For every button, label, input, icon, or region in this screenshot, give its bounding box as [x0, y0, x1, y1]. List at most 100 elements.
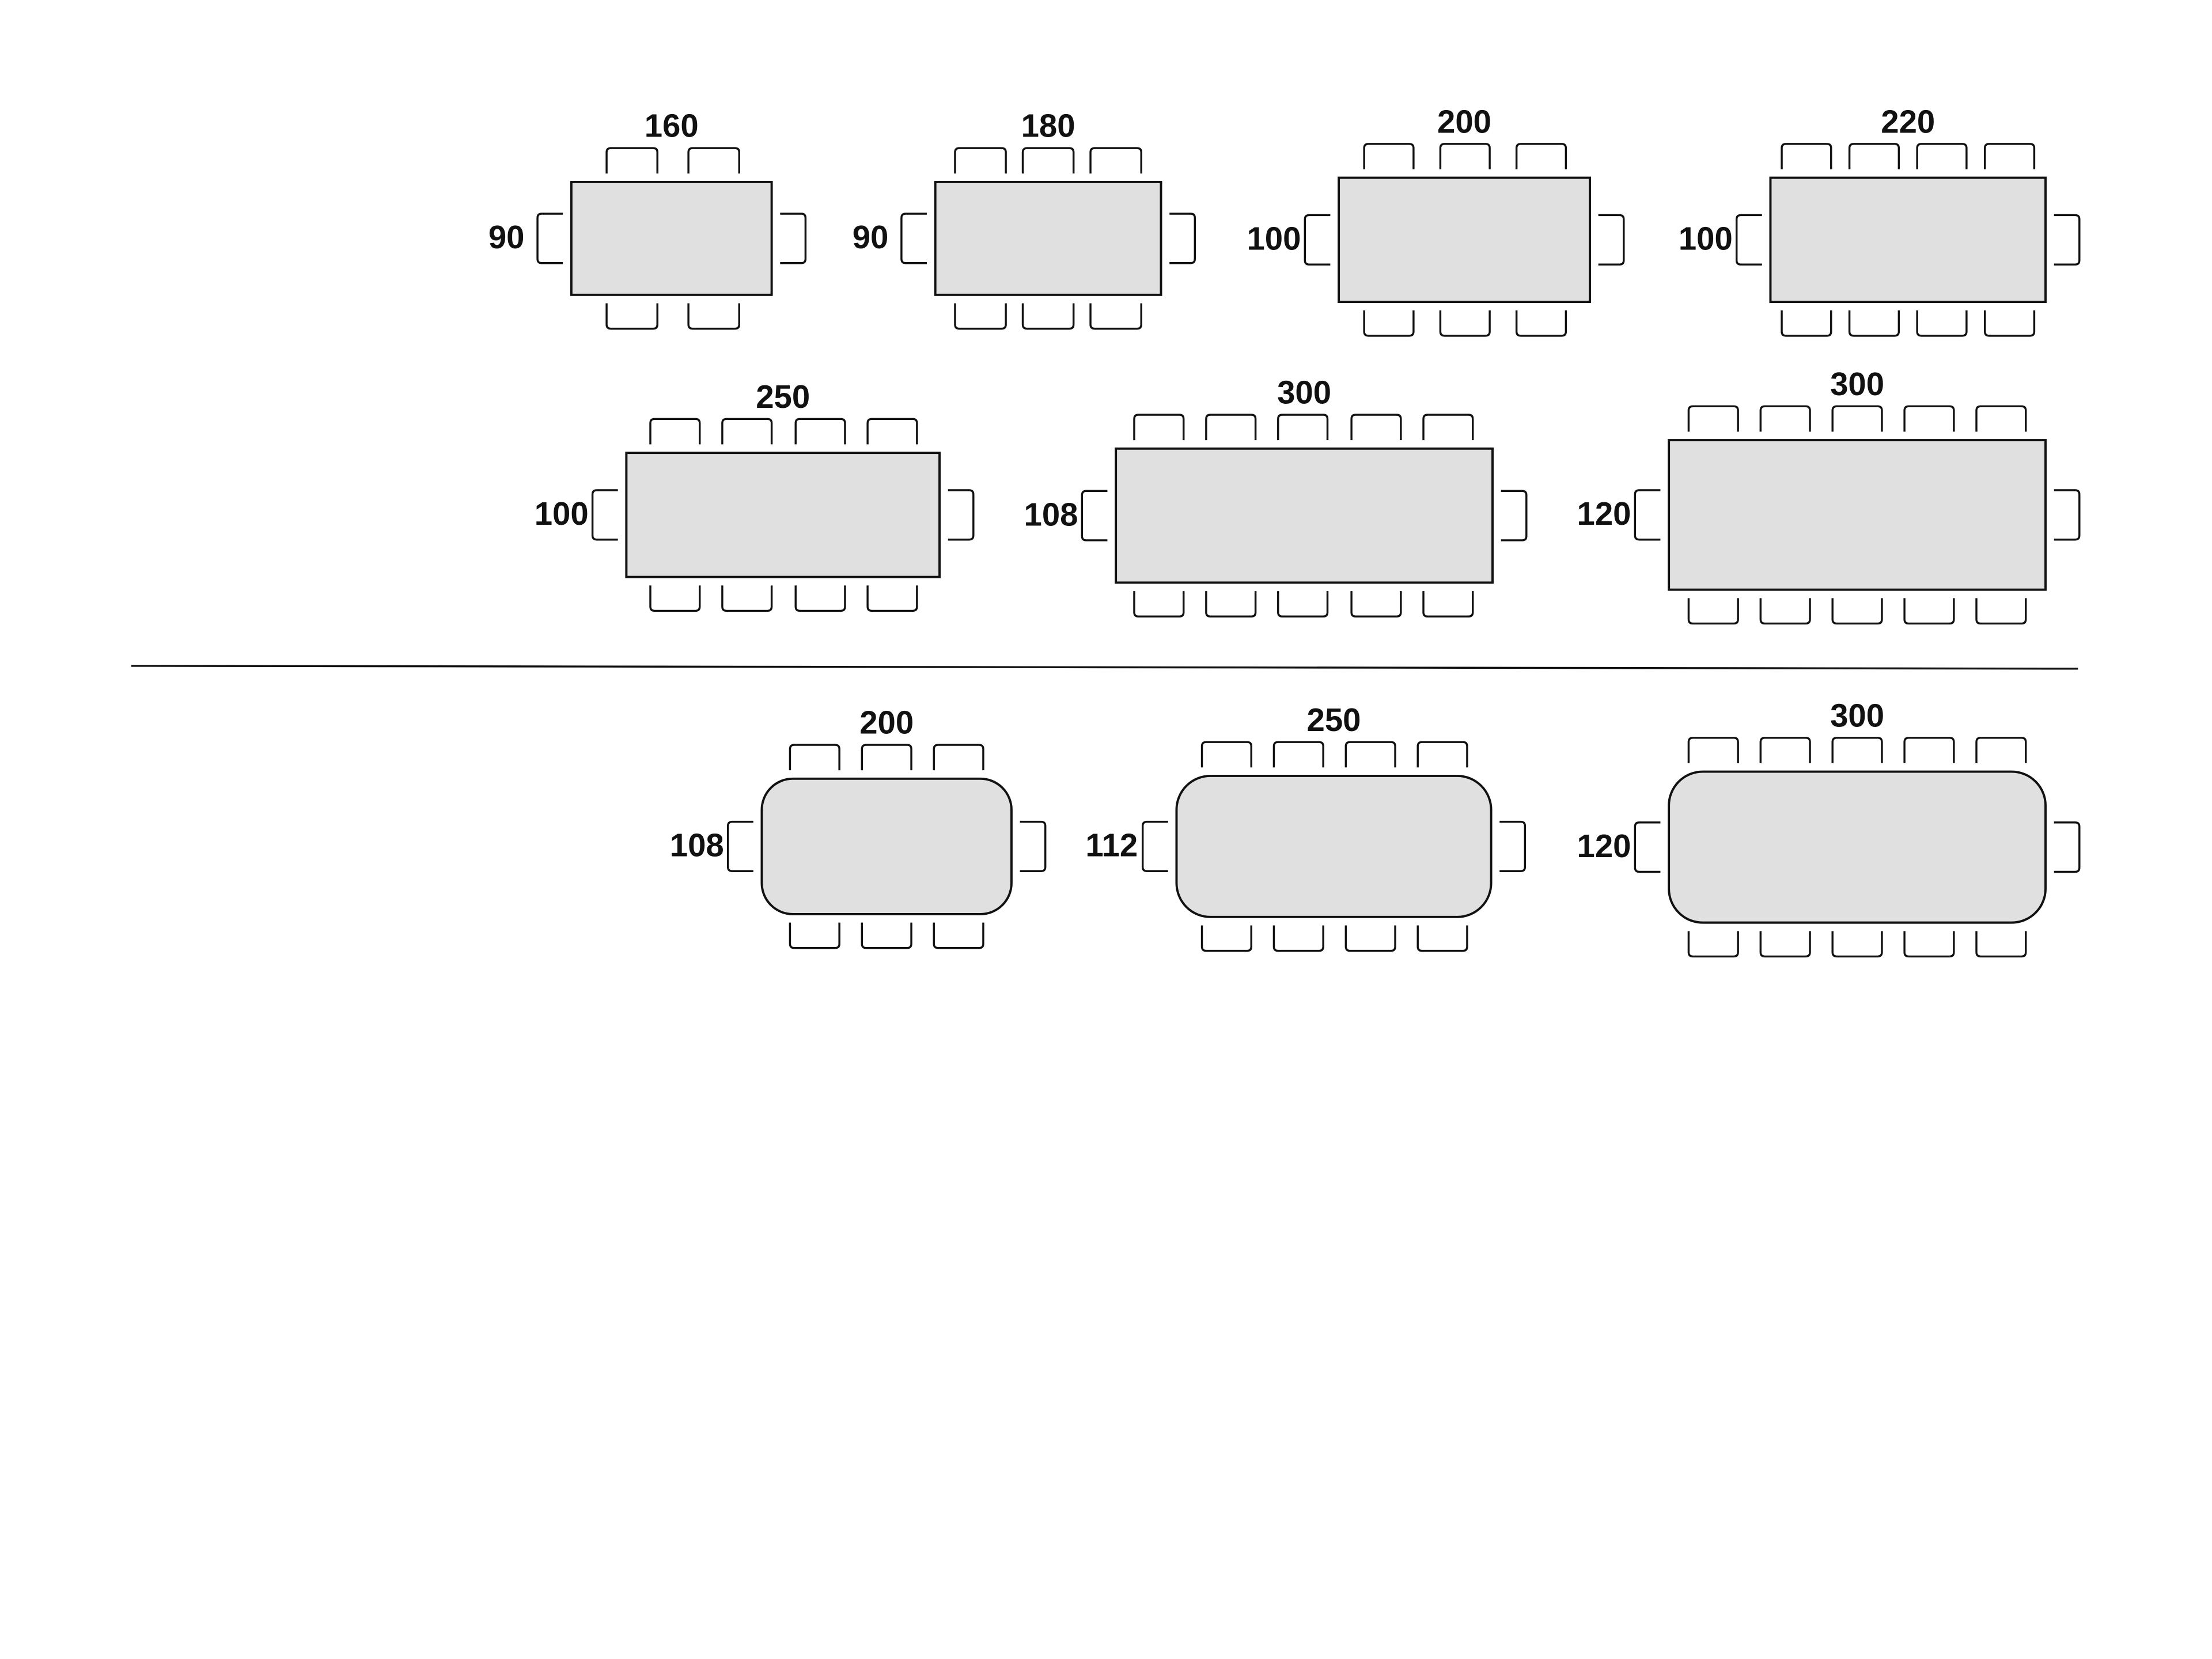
chair-top: [1422, 414, 1474, 441]
chair-bottom: [1975, 931, 2027, 958]
chair-top: [1344, 741, 1396, 768]
chair-top: [1133, 414, 1185, 441]
chair-top: [1975, 737, 2027, 763]
chair-right-end: [1499, 820, 1527, 872]
chair-bottom: [1781, 310, 1832, 337]
chair-top: [954, 147, 1007, 174]
tabletop: [1175, 774, 1493, 918]
chair-bottom: [1021, 303, 1075, 330]
chair-bottom: [1687, 931, 1739, 958]
chair-top: [1687, 737, 1739, 763]
chair-top: [1687, 405, 1739, 432]
chair-top: [1848, 143, 1900, 169]
depth-label: 112: [1085, 827, 1138, 863]
chair-left-end: [1081, 490, 1108, 541]
chair-right-end: [780, 213, 807, 264]
depth-label: 120: [1577, 495, 1631, 532]
chair-top: [721, 418, 773, 445]
chair-bottom: [1089, 303, 1142, 330]
chair-right-end: [2054, 489, 2081, 541]
tabletop: [1668, 770, 2047, 924]
chair-top: [933, 744, 984, 771]
chair-bottom: [1200, 925, 1252, 952]
chair-top: [605, 147, 658, 174]
chair-top: [1439, 143, 1491, 169]
length-label: 220: [1881, 103, 1935, 139]
chair-left-end: [591, 489, 618, 541]
length-label: 300: [1830, 697, 1884, 733]
chair-bottom: [1975, 598, 2027, 625]
chair-top: [1272, 741, 1324, 768]
chair-bottom: [721, 585, 773, 612]
chair-left-end: [1304, 214, 1331, 266]
chair-right-end: [1501, 490, 1528, 541]
chair-bottom: [1272, 925, 1324, 952]
chair-bottom: [866, 585, 918, 612]
chair-top: [1350, 414, 1402, 441]
chair-bottom: [1759, 598, 1811, 625]
chair-top: [1363, 143, 1415, 169]
chair-bottom: [1205, 591, 1257, 618]
length-label: 250: [756, 378, 810, 415]
depth-label: 100: [535, 495, 589, 532]
length-label: 180: [1021, 108, 1075, 144]
chair-left-end: [1141, 820, 1168, 872]
chair-bottom: [1422, 591, 1474, 618]
chair-top: [1781, 143, 1832, 169]
chair-bottom: [1350, 591, 1402, 618]
table-rect-180x90: 180 90: [853, 108, 1196, 330]
chair-bottom: [933, 922, 984, 949]
chair-top: [1975, 405, 2027, 432]
chair-bottom: [861, 922, 912, 949]
tabletop: [1115, 447, 1494, 584]
chair-bottom: [1439, 310, 1491, 337]
chair-right-end: [2054, 821, 2081, 873]
chair-left-end: [1735, 214, 1762, 266]
table-rounded-300x120: 300 120: [1577, 697, 2081, 958]
chair-top: [1903, 405, 1955, 432]
chair-bottom: [1515, 310, 1567, 337]
length-label: 200: [859, 704, 914, 741]
depth-label: 108: [670, 827, 724, 863]
chair-top: [1416, 741, 1468, 768]
table-rect-250x100: 250 100: [535, 378, 975, 612]
length-label: 160: [645, 108, 699, 144]
chair-top: [1205, 414, 1257, 441]
chair-bottom: [1903, 598, 1955, 625]
depth-label: 100: [1679, 221, 1733, 257]
chair-left-end: [536, 213, 563, 264]
chair-top: [861, 744, 912, 771]
chair-top: [1515, 143, 1567, 169]
tabletop: [934, 180, 1162, 296]
tabletop: [760, 777, 1013, 915]
chair-bottom: [1277, 591, 1329, 618]
tabletop: [1769, 176, 2047, 304]
chair-bottom: [794, 585, 846, 612]
tabletop: [1668, 439, 2047, 591]
chair-bottom: [1984, 310, 2036, 337]
chair-bottom: [1903, 931, 1955, 958]
chair-bottom: [1133, 591, 1185, 618]
table-rect-220x100: 220 100: [1679, 103, 2081, 337]
depth-label: 120: [1577, 828, 1631, 864]
depth-label: 90: [853, 219, 889, 255]
chair-bottom: [954, 303, 1007, 330]
tabletop: [570, 180, 773, 296]
chair-right-end: [1169, 213, 1196, 264]
chair-right-end: [1598, 214, 1625, 266]
chair-left-end: [900, 213, 927, 264]
chair-bottom: [1363, 310, 1415, 337]
chair-left-end: [726, 820, 753, 872]
chair-top: [1200, 741, 1252, 768]
chair-bottom: [1344, 925, 1396, 952]
chair-bottom: [1416, 925, 1468, 952]
section-divider: [131, 665, 2078, 670]
chair-bottom: [1759, 931, 1811, 958]
chair-bottom: [1848, 310, 1900, 337]
chair-right-end: [1020, 820, 1047, 872]
length-label: 250: [1307, 702, 1361, 738]
chair-top: [649, 418, 701, 445]
tabletop: [1338, 176, 1591, 304]
